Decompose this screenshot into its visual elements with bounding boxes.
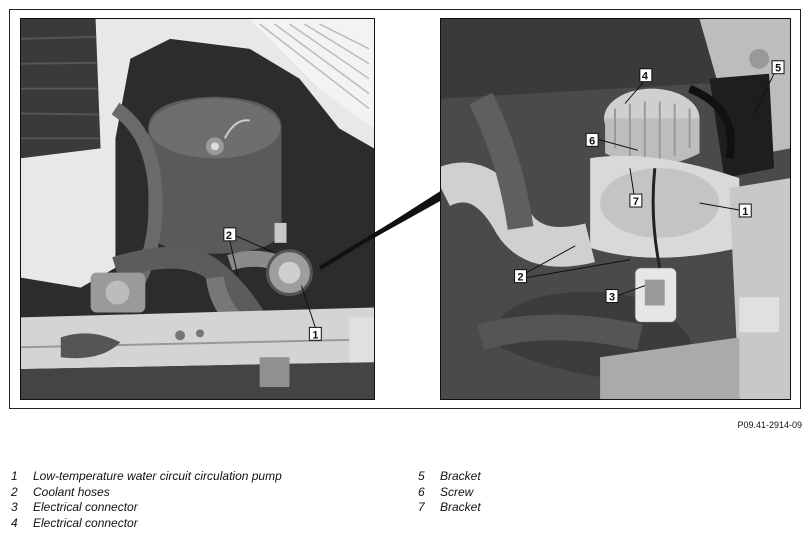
legend-number: 7 [418, 500, 425, 514]
overview-callout-1: 1 [312, 329, 318, 341]
legend-item: 7 Bracket [418, 500, 481, 516]
legend-item: 2 Coolant hoses [11, 485, 282, 501]
legend-text: Electrical connector [33, 500, 138, 514]
legend-text: Electrical connector [33, 515, 138, 530]
legend-number: 5 [418, 469, 425, 483]
detail-callout-2: 2 [518, 272, 524, 284]
legend-item: 3 Electrical connector [11, 500, 282, 516]
detail-callout-1: 1 [742, 206, 748, 218]
legend-text: Bracket [440, 500, 481, 514]
legend-number: 1 [11, 469, 18, 483]
legend-number: 6 [418, 484, 425, 499]
legend-item: 6 Screw [418, 485, 481, 501]
detail-photo: 4 5 6 7 1 2 3 [440, 18, 791, 400]
detail-callout-6: 6 [589, 135, 595, 147]
legend-right: 5 Bracket 6 Screw 7 Bracket [418, 469, 481, 516]
legend-number: 4 [11, 515, 18, 530]
legend-text: Bracket [440, 469, 481, 483]
overview-photo: 2 1 [20, 18, 375, 400]
legend-left: 1 Low-temperature water circuit circulat… [11, 469, 282, 531]
detail-callout-7: 7 [633, 196, 639, 208]
overview-illustration: 2 1 [21, 19, 374, 399]
legend-item: 4 Electrical connector [11, 516, 282, 532]
legend-text: Coolant hoses [33, 484, 110, 499]
legend-text: Screw [440, 484, 474, 499]
legend-number: 2 [11, 484, 18, 499]
overview-callout-2: 2 [226, 230, 232, 242]
legend-item: 5 Bracket [418, 469, 481, 485]
detail-callout-5: 5 [775, 63, 781, 75]
legend-text: Low-temperature water circuit circulatio… [33, 469, 282, 483]
figure-reference: P09.41-2914-09 [737, 420, 802, 430]
detail-callout-4: 4 [642, 71, 649, 83]
detail-callout-3: 3 [609, 292, 615, 304]
figure-frame: 2 1 [9, 9, 801, 409]
legend-number: 3 [11, 500, 18, 514]
detail-illustration: 4 5 6 7 1 2 3 [441, 19, 790, 399]
legend-item: 1 Low-temperature water circuit circulat… [11, 469, 282, 485]
